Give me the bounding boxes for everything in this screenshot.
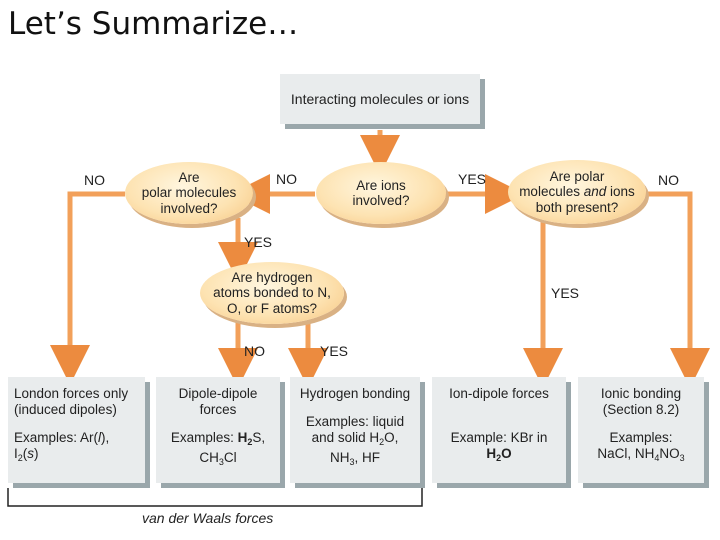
ionic-examples: Examples: NaCl, NH4NO3 bbox=[597, 430, 685, 463]
dipole-examples: Examples: H2S, CH3Cl bbox=[170, 430, 266, 467]
iondipole-examples: Example: KBr in H2O bbox=[450, 430, 548, 463]
result-ion-dipole: Ion-dipole forces Example: KBr in H2O bbox=[432, 377, 566, 483]
label-yes-ions: YES bbox=[458, 171, 487, 187]
vdw-label: van der Waals forces bbox=[142, 510, 274, 526]
hbond-examples: Examples: liquid and solid H2O, NH3, HF bbox=[305, 414, 405, 467]
label-no-polar-ions: NO bbox=[658, 172, 679, 188]
label-no-polar: NO bbox=[84, 172, 105, 188]
arrow-polar-no bbox=[50, 191, 125, 385]
london-examples: Examples: Ar(l), I2(s) bbox=[14, 430, 110, 463]
result-dipole-dipole: Dipole-dipole forces Examples: H2S, CH3C… bbox=[156, 377, 280, 483]
label-yes-hydrogen: YES bbox=[320, 343, 349, 359]
label-yes-polar-ions: YES bbox=[551, 285, 580, 301]
start-box-label: Interacting molecules or ions bbox=[290, 91, 470, 107]
result-ionic-bonding: Ionic bonding (Section 8.2) Examples: Na… bbox=[578, 377, 704, 483]
result-hydrogen-bonding: Hydrogen bonding Examples: liquid and so… bbox=[290, 377, 420, 483]
question-hydrogen-atoms: Are hydrogen atoms bonded to N, O, or F … bbox=[200, 262, 344, 324]
label-no-hydrogen: NO bbox=[244, 343, 265, 359]
label-yes-polar: YES bbox=[244, 234, 273, 250]
question-polar-and-ions: Are polar molecules and ions both presen… bbox=[508, 160, 646, 224]
start-box: Interacting molecules or ions bbox=[280, 74, 480, 124]
result-london-forces: London forces only (induced dipoles) Exa… bbox=[8, 377, 145, 483]
question-ions-involved: Are ions involved? bbox=[316, 162, 446, 224]
question-polar-molecules: Are polar molecules involved? bbox=[125, 162, 253, 224]
slide-title: Let’s Summarize… bbox=[8, 6, 299, 42]
vdw-bracket bbox=[7, 488, 423, 507]
arrow-polarions-no bbox=[640, 191, 710, 388]
label-no-ions: NO bbox=[276, 171, 297, 187]
